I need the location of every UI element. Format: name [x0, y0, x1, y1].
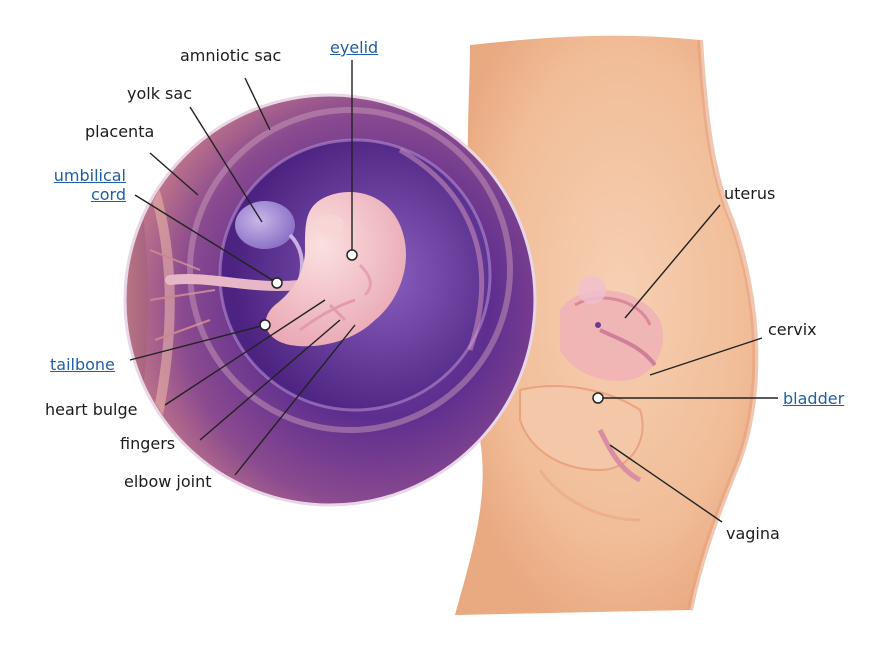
- label-eyelid-link[interactable]: eyelid: [330, 38, 379, 57]
- label-umbilical-cord-link[interactable]: umbilical cord: [38, 166, 126, 204]
- label-amniotic-sac: amniotic sac: [180, 46, 282, 65]
- label-placenta: placenta: [85, 122, 155, 141]
- label-yolk-sac: yolk sac: [127, 84, 192, 103]
- label-tailbone-link[interactable]: tailbone: [50, 355, 115, 374]
- label-vagina: vagina: [726, 524, 780, 543]
- pelvic-organs: [519, 276, 664, 522]
- label-cord-line2[interactable]: cord: [90, 185, 126, 204]
- label-bladder-link[interactable]: bladder: [783, 389, 845, 408]
- label-cervix: cervix: [768, 320, 817, 339]
- leader-lines: [129, 60, 778, 523]
- label-elbow-joint: elbow joint: [124, 472, 212, 491]
- label-fingers: fingers: [120, 434, 176, 453]
- label-umbilical-line1[interactable]: umbilical: [53, 166, 126, 185]
- leader-dots: [259, 249, 604, 404]
- label-uterus: uterus: [724, 184, 776, 203]
- label-heart-bulge: heart bulge: [45, 400, 138, 419]
